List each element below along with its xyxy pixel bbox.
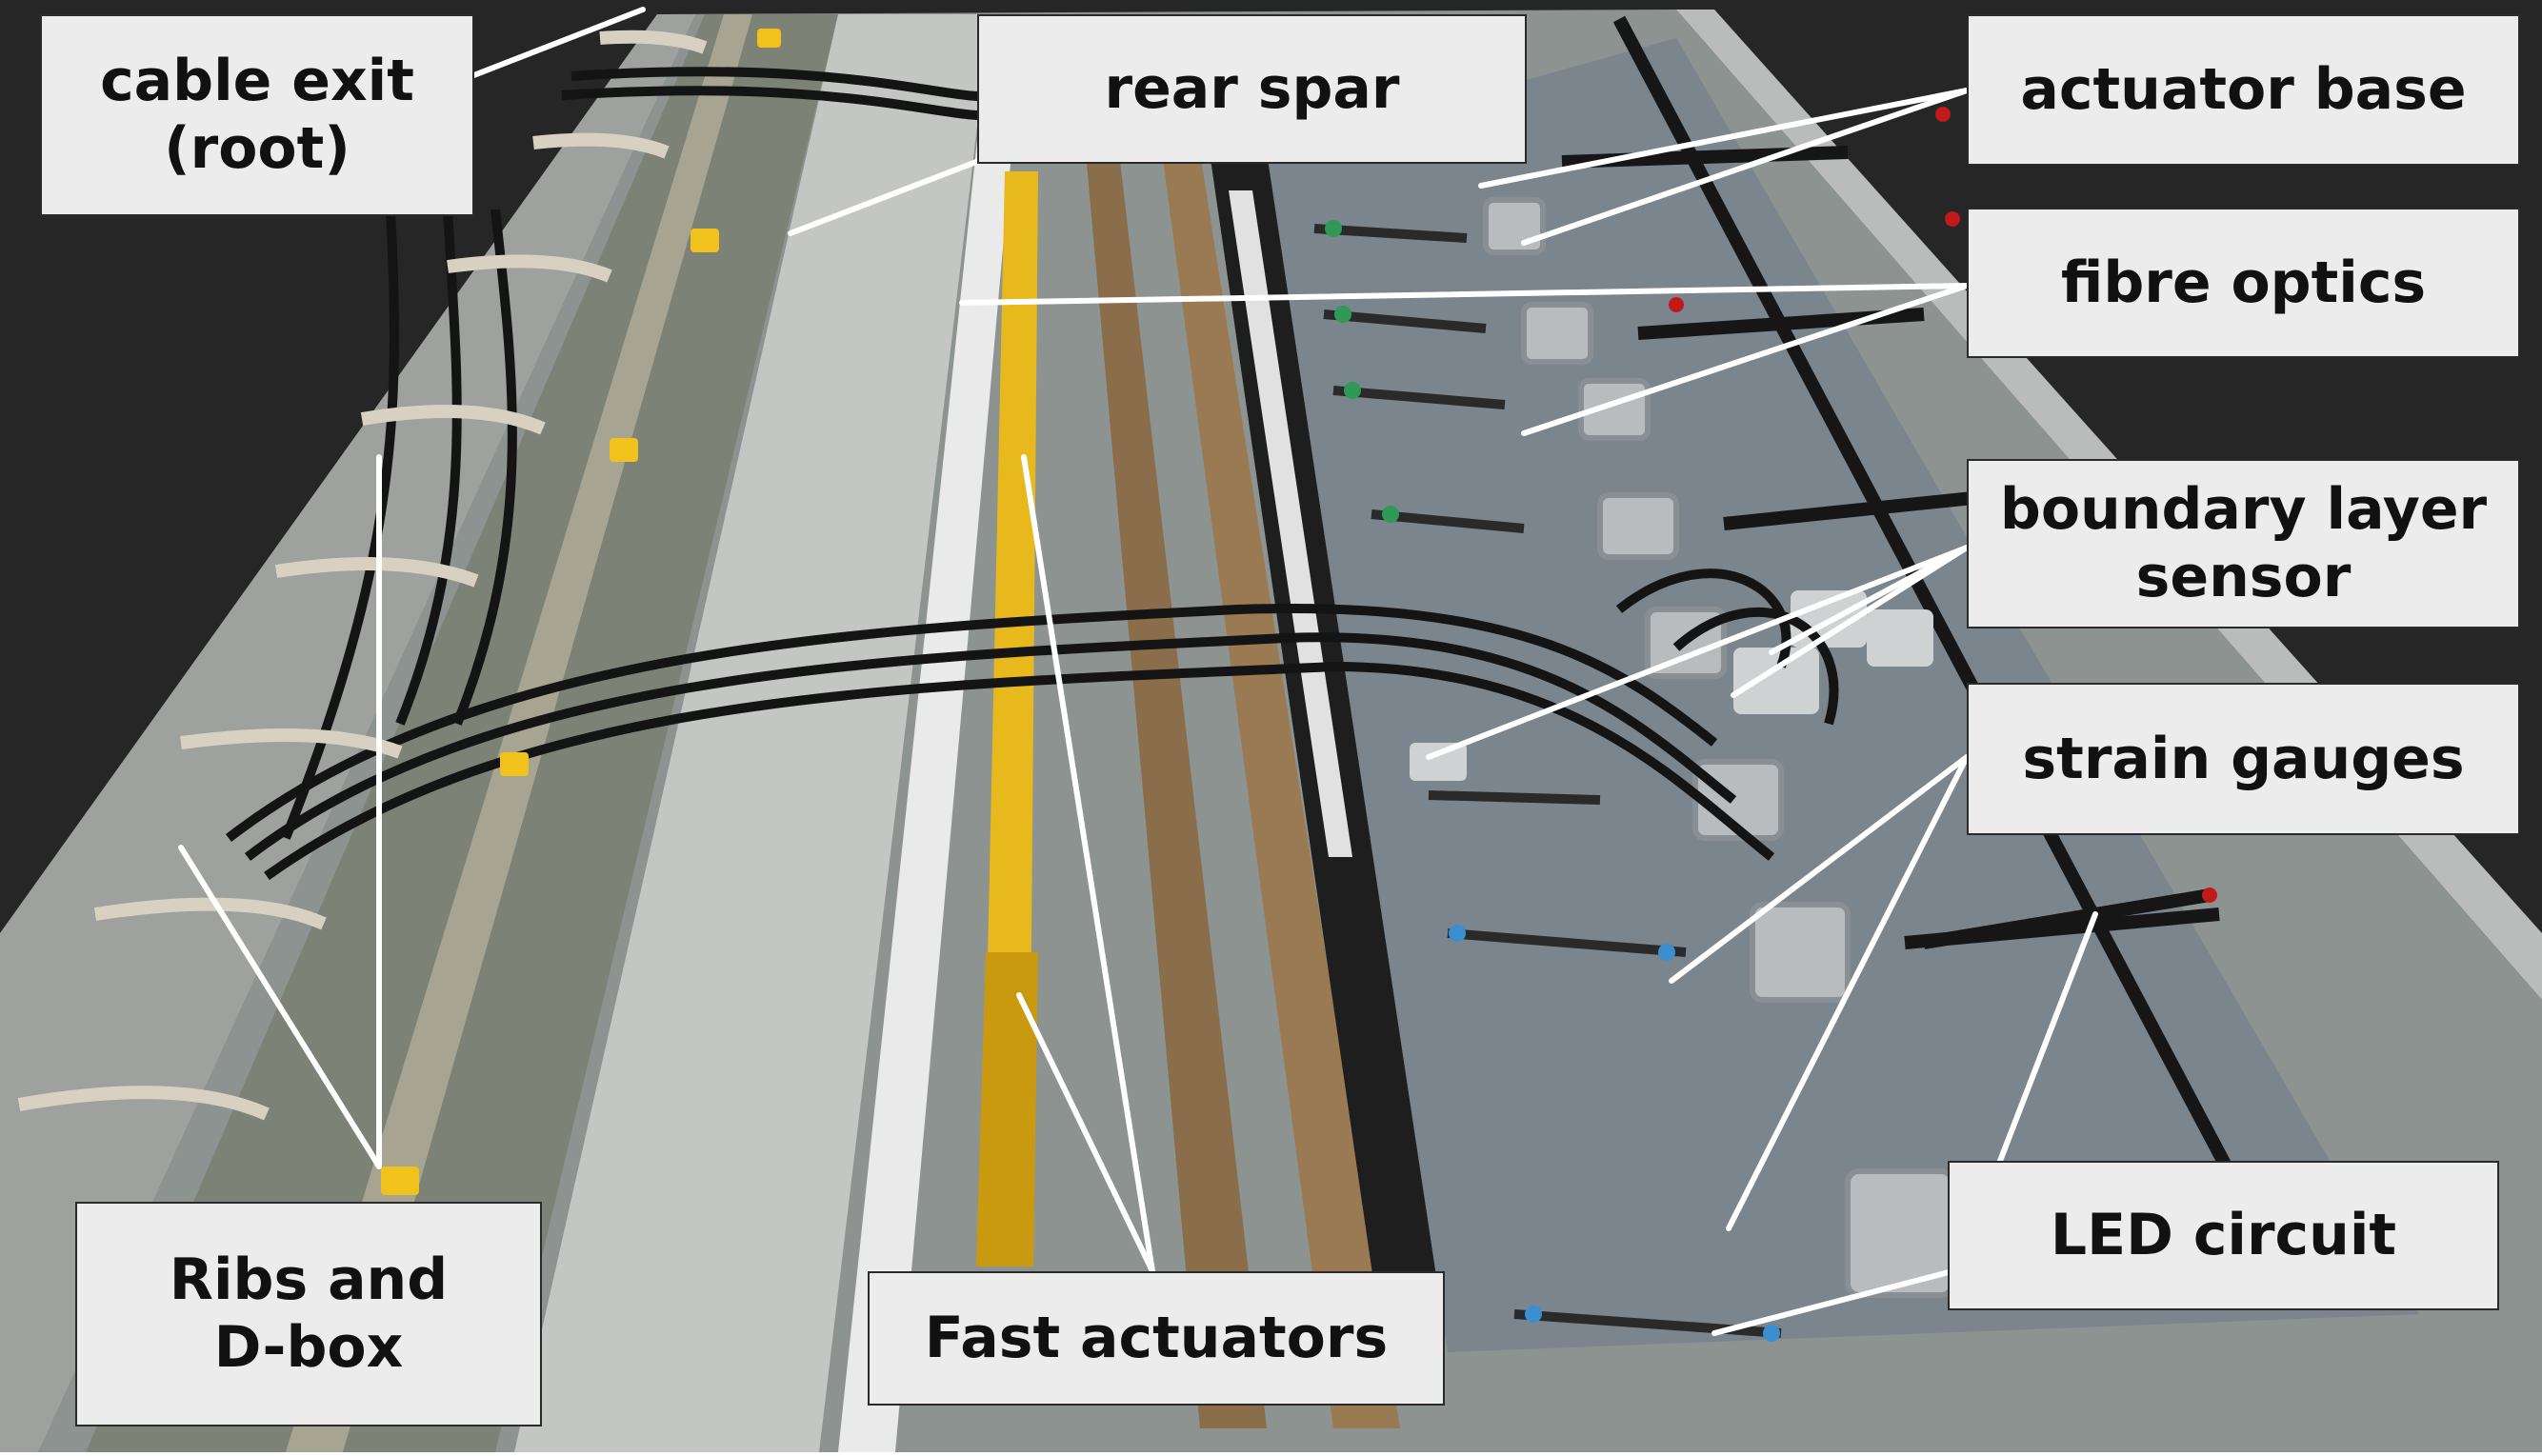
leader-fibre-optics-1 [959,283,1970,306]
label-fast-actuators: Fast actuators [868,1271,1445,1406]
d-box-skin [514,14,991,1452]
leader-cable-exit [469,7,646,79]
label-cable-exit: cable exit (root) [40,14,474,216]
label-boundary-layer-sensor: boundary layer sensor [1967,459,2520,628]
wooden-strip [1086,152,1267,1428]
spar-web [286,14,752,1452]
leader-boundary-layer-1 [1426,545,1970,760]
patterned-strip-gaps [1229,190,1352,857]
leader-fast-actuators-2 [1016,992,1155,1274]
actuator-bases [1483,197,1955,1298]
label-rear-spar: rear spar [977,14,1527,164]
wooden-strip [1162,152,1400,1428]
rear-spar-strip [838,14,1024,1452]
leader-boundary-layer-2 [1731,545,1970,698]
leader-strain-gauges-2 [1726,754,1970,1231]
cable-bundle [225,67,1839,881]
ribs [17,30,708,1121]
label-led-circuit: LED circuit [1948,1161,2499,1310]
leader-fast-actuators-1 [1021,454,1155,1274]
leader-strain-gauges-1 [1669,754,1970,984]
leader-fibre-optics-2 [1521,283,1970,436]
label-ribs-dbox: Ribs and D-box [75,1202,542,1426]
leader-led-circuit-2 [1711,1268,1955,1336]
label-actuator-base: actuator base [1967,14,2520,166]
label-strain-gauges: strain gauges [1967,683,2520,835]
leader-ribs-1 [178,845,382,1169]
label-fibre-optics: fibre optics [1967,208,2520,358]
leader-rear-spar [788,159,979,236]
sensor-panel [1267,38,2419,1352]
leader-lines [178,7,2098,1336]
leader-boundary-layer-3 [1769,545,1970,655]
yellow-clips [381,29,781,1195]
leader-led-circuit-1 [1988,911,2098,1188]
leader-actuator-base-2 [1521,88,1970,246]
leader-actuator-base-1 [1478,88,1970,189]
actuator-block [976,952,1038,1267]
